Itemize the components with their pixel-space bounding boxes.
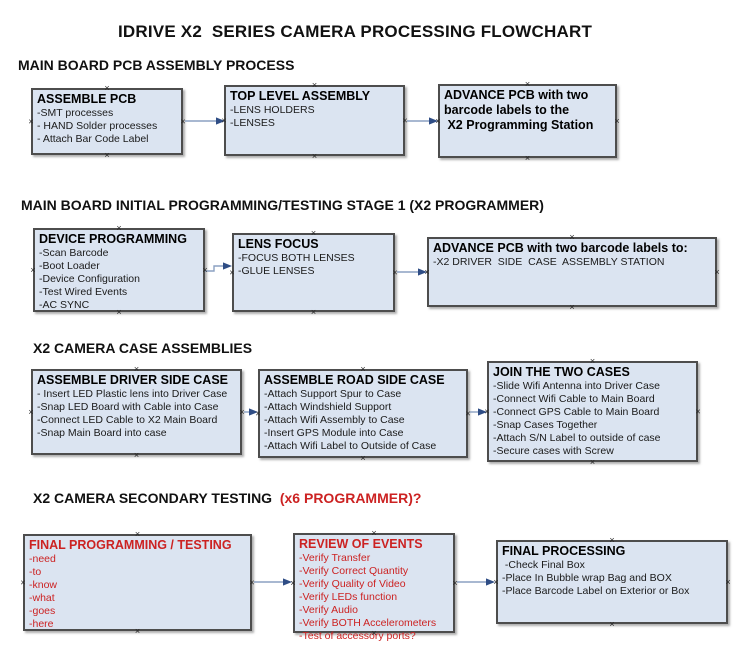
box-line: -Scan Barcode: [39, 247, 109, 259]
box-title: REVIEW OF EVENTS: [299, 537, 423, 551]
section-header-black-part: X2 CAMERA SECONDARY TESTING: [33, 490, 280, 506]
box-line: -Boot Loader: [39, 260, 100, 272]
page-title: IDRIVE X2 SERIES CAMERA PROCESSING FLOWC…: [118, 22, 593, 41]
box-line: -Place In Bubble wrap Bag and BOX: [502, 572, 672, 584]
box-assemble-road-side-case[interactable]: ASSEMBLE ROAD SIDE CASE -Attach Support …: [258, 369, 468, 458]
box-line: -Verify Correct Quantity: [299, 565, 409, 577]
box-line: -FOCUS BOTH LENSES: [238, 252, 355, 264]
box-line: - Attach Bar Code Label: [37, 133, 149, 145]
box-device-programming[interactable]: DEVICE PROGRAMMING -Scan Barcode -Boot L…: [33, 228, 205, 312]
box-line: -Attach Support Spur to Case: [264, 388, 402, 400]
box-title: ASSEMBLE ROAD SIDE CASE: [264, 373, 445, 387]
arrowhead-icon: [478, 408, 487, 416]
arrowhead-icon: [486, 578, 495, 586]
box-line: -Connect Wifi Cable to Main Board: [493, 393, 655, 405]
box-title: ADVANCE PCB with two barcode labels to:: [433, 241, 688, 255]
box-line: -Snap LED Board with Cable into Case: [37, 401, 219, 413]
box-title: ADVANCE PCB with two barcode labels to t…: [444, 88, 594, 132]
box-advance-pcb-programming-station[interactable]: ADVANCE PCB with two barcode labels to t…: [438, 84, 617, 158]
box-line: - HAND Solder processes: [37, 120, 158, 132]
arrowhead-icon: [283, 578, 292, 586]
box-line: -Test of accessory ports?: [299, 630, 416, 642]
box-line: -know: [29, 579, 58, 591]
box-line: -Attach Wifi Assembly to Case: [264, 414, 405, 426]
box-title: FINAL PROCESSING: [502, 544, 626, 558]
box-review-of-events[interactable]: REVIEW OF EVENTS -Verify Transfer -Verif…: [293, 533, 455, 642]
section-header-pcb-assembly: MAIN BOARD PCB ASSEMBLY PROCESS: [18, 57, 295, 73]
box-line: -Verify BOTH Accelerometers: [299, 617, 437, 629]
box-line: -here: [29, 618, 54, 630]
section-header-case-assemblies: X2 CAMERA CASE ASSEMBLIES: [33, 340, 253, 356]
box-line: -Connect LED Cable to X2 Main Board: [37, 414, 218, 426]
box-title: DEVICE PROGRAMMING: [39, 232, 187, 246]
arrowhead-icon: [429, 117, 438, 125]
box-line: -Test Wired Events: [39, 286, 128, 298]
box-line: -need: [29, 553, 56, 565]
box-assemble-pcb[interactable]: ASSEMBLE PCB -SMT processes - HAND Solde…: [31, 88, 183, 155]
box-line: -Snap Main Board into case: [37, 427, 167, 439]
box-line: -what: [29, 592, 55, 604]
arrowhead-icon: [223, 262, 232, 270]
box-top-level-assembly[interactable]: TOP LEVEL ASSEMBLY -LENS HOLDERS -LENSES: [224, 85, 405, 156]
box-line: -GLUE LENSES: [238, 265, 315, 277]
box-line: -Attach S/N Label to outside of case: [493, 432, 661, 444]
box-title: ASSEMBLE DRIVER SIDE CASE: [37, 373, 229, 387]
box-line: -Place Barcode Label on Exterior or Box: [502, 585, 690, 597]
box-line: -Attach Wifi Label to Outside of Case: [264, 440, 437, 452]
box-line: -Verify Quality of Video: [299, 578, 406, 590]
box-line: -Secure cases with Screw: [493, 445, 614, 457]
box-assemble-driver-side-case[interactable]: ASSEMBLE DRIVER SIDE CASE - Insert LED P…: [31, 369, 242, 455]
box-title: ASSEMBLE PCB: [37, 92, 137, 106]
box-advance-pcb-driver-side[interactable]: ADVANCE PCB with two barcode labels to: …: [427, 237, 717, 307]
box-line: -Check Final Box: [502, 559, 585, 571]
box-line: -Verify Audio: [299, 604, 358, 616]
box-final-processing[interactable]: FINAL PROCESSING -Check Final Box -Place…: [496, 540, 728, 624]
box-line: -Insert GPS Module into Case: [264, 427, 404, 439]
box-line: -LENS HOLDERS: [230, 104, 315, 116]
arrow-connector: [205, 265, 223, 272]
box-line: -Connect GPS Cable to Main Board: [493, 406, 660, 418]
box-final-programming-testing[interactable]: FINAL PROGRAMMING / TESTING -need -to -k…: [23, 534, 252, 631]
box-title: TOP LEVEL ASSEMBLY: [230, 89, 371, 103]
box-line: -Device Configuration: [39, 273, 140, 285]
box-title: FINAL PROGRAMMING / TESTING: [29, 538, 232, 552]
box-line: -LENSES: [230, 117, 275, 129]
section-header-secondary-testing: X2 CAMERA SECONDARY TESTING (x6 PROGRAMM…: [33, 490, 421, 506]
box-line: -SMT processes: [37, 107, 114, 119]
section-header-red-part: (x6 PROGRAMMER)?: [279, 490, 422, 506]
box-line: -Verify LEDs function: [299, 591, 398, 603]
box-lens-focus[interactable]: LENS FOCUS -FOCUS BOTH LENSES -GLUE LENS…: [232, 233, 395, 312]
arrowhead-icon: [418, 268, 427, 276]
section-header-initial-programming: MAIN BOARD INITIAL PROGRAMMING/TESTING S…: [21, 197, 544, 213]
box-line: -X2 DRIVER SIDE CASE ASSEMBLY STATION: [433, 256, 665, 268]
box-title: JOIN THE TWO CASES: [493, 365, 630, 379]
arrowhead-icon: [249, 408, 258, 416]
box-line: -to: [29, 566, 42, 578]
box-line: -goes: [29, 605, 56, 617]
box-line: -AC SYNC: [39, 299, 90, 311]
box-title: LENS FOCUS: [238, 237, 319, 251]
box-line: - Insert LED Plastic lens into Driver Ca…: [37, 388, 228, 400]
box-line: -Attach Windshield Support: [264, 401, 392, 413]
box-line: -Verify Transfer: [299, 552, 371, 564]
box-join-the-two-cases[interactable]: JOIN THE TWO CASES -Slide Wifi Antenna i…: [487, 361, 698, 462]
box-line: -Snap Cases Together: [493, 419, 598, 431]
box-line: -Slide Wifi Antenna into Driver Case: [493, 380, 660, 392]
